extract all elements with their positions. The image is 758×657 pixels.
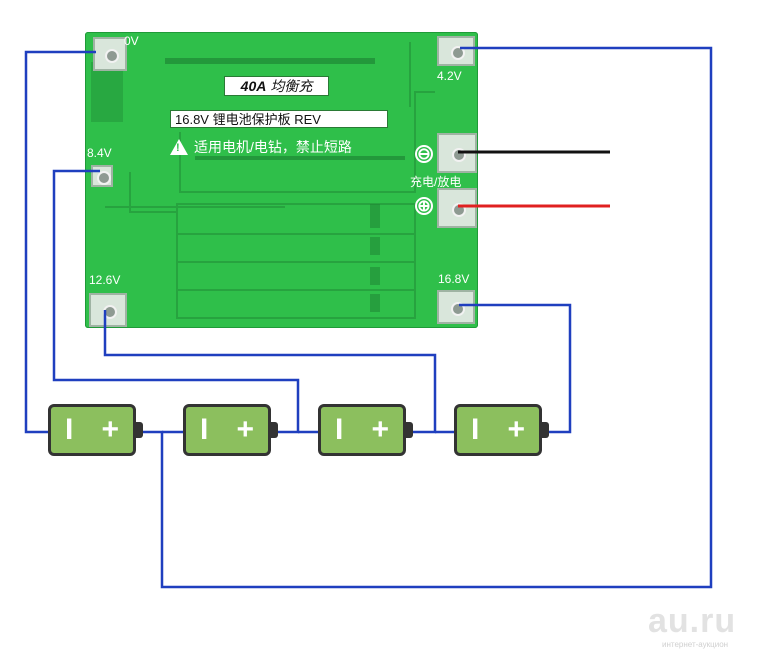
battery-cell-2: I +: [183, 404, 278, 456]
pad-output-positive: [437, 188, 477, 228]
battery-positive-mark: +: [236, 413, 254, 446]
battery-terminal: [542, 422, 549, 438]
minus-symbol-icon: ⊖: [415, 145, 433, 163]
pad-0v: [93, 37, 127, 71]
wire-0v: [24, 50, 96, 434]
current-rating-badge: 40A 均衡充: [224, 76, 329, 96]
battery-terminal: [406, 422, 413, 438]
watermark-tagline: интернет-аукцион: [662, 640, 729, 649]
battery-cell-3: I +: [318, 404, 413, 456]
warning-text: 适用电机/电钻，禁止短路: [194, 139, 352, 155]
battery-negative-mark: I: [471, 413, 480, 446]
plus-symbol-icon: ⊕: [415, 197, 433, 215]
balance-charge-label: 均衡充: [270, 78, 313, 94]
wire-8v4: [52, 169, 300, 434]
warning-line: 适用电机/电钻，禁止短路: [170, 137, 400, 157]
wire-12v6: [103, 310, 437, 434]
battery-negative-mark: I: [200, 413, 209, 446]
board-title: 16.8V 锂电池保护板 REV: [170, 110, 388, 128]
battery-negative-mark: I: [65, 413, 74, 446]
label-16v8: 16.8V: [438, 272, 470, 286]
wire-16v8: [459, 303, 572, 434]
pad-4v2: [437, 36, 475, 66]
battery-cell-4: I +: [454, 404, 549, 456]
battery-positive-mark: +: [507, 413, 525, 446]
wire-4v2-return: [138, 46, 713, 589]
battery-terminal: [136, 422, 143, 438]
battery-terminal: [271, 422, 278, 438]
label-0v: 0V: [124, 34, 139, 48]
label-12v6: 12.6V: [89, 273, 121, 287]
label-4v2: 4.2V: [437, 69, 462, 83]
battery-positive-mark: +: [101, 413, 119, 446]
battery-positive-mark: +: [371, 413, 389, 446]
battery-negative-mark: I: [335, 413, 344, 446]
warning-icon: [170, 139, 188, 155]
label-charge-discharge: 充电/放电: [410, 175, 462, 189]
battery-cell-1: I +: [48, 404, 143, 456]
pad-12v6: [89, 293, 127, 327]
watermark-brand: au.ru: [648, 602, 737, 640]
current-rating: 40A: [240, 78, 267, 94]
board-traces: [91, 42, 435, 319]
label-8v4: 8.4V: [87, 146, 112, 160]
